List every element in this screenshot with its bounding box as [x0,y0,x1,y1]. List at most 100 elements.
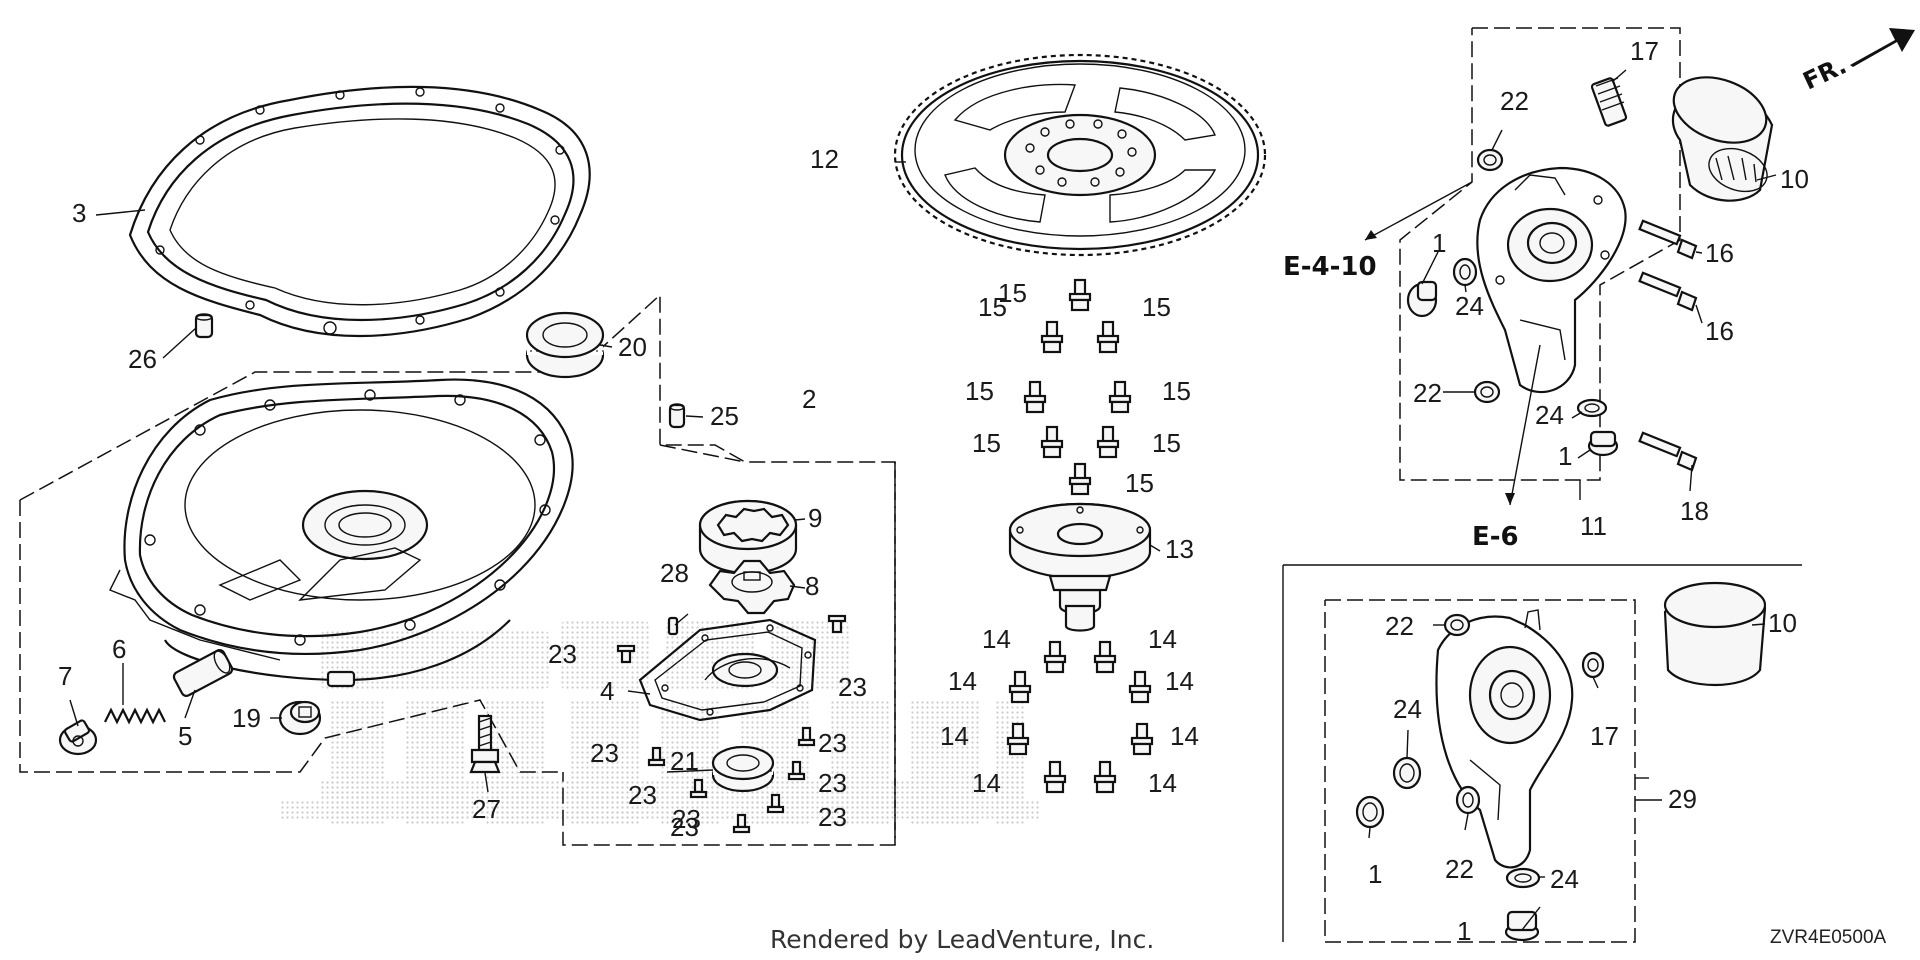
callout-c24b: 24 [1535,400,1564,430]
callout-c3: 3 [72,198,86,228]
callout-c6: 6 [112,634,126,664]
washer-part-24-top [1452,257,1478,287]
callout-c10b: 10 [1768,608,1797,638]
callout-c4: 4 [600,676,614,706]
oil-filter-part-10-bottom [1663,581,1767,686]
callout-c23h: 23 [818,802,847,832]
plug-part-1-bottom-b [1504,910,1540,942]
plug-part-19 [278,700,322,736]
bolt-15-2 [1040,320,1064,354]
callout-c1a: 1 [1432,228,1446,258]
bolt-15-6 [1040,425,1064,459]
callout-c11: 11 [1580,511,1607,541]
callout-c26: 26 [128,344,157,374]
callout-c28: 28 [660,558,689,588]
washer-part-24-mid [1576,398,1608,418]
dowel-part-26 [194,313,214,339]
callout-c18: 18 [1680,496,1709,526]
callout-c5: 5 [178,721,192,751]
callout-c15g: 15 [1152,428,1181,458]
callout-c24a: 24 [1455,291,1484,321]
callout-c17a: 17 [1630,36,1659,66]
callout-c21: 21 [670,746,699,776]
callout-c23c: 23 [590,738,619,768]
relief-valve-part-5 [172,649,234,697]
dowel-part-25 [668,403,686,429]
callout-c15b: 15 [978,292,1007,322]
callout-c22b: 22 [1413,378,1442,408]
callout-c22a: 22 [1500,86,1529,116]
callout-c14g: 14 [972,768,1001,798]
bolt-15-8 [1068,462,1092,496]
callout-c14b: 14 [1148,624,1177,654]
assembly-box-case [19,293,896,846]
callout-c24c: 24 [1393,694,1422,724]
oil-pump-housing-part-29 [1435,609,1574,869]
callout-c23i: 23 [670,812,699,842]
bolt-15-1 [1068,278,1092,312]
bolt-part-27 [469,714,501,774]
bolt-group-part-14 [1006,640,1154,794]
washer-part-22-bottom-a [1443,613,1471,637]
callout-c8: 8 [805,571,819,601]
bolt-14-5 [1006,722,1030,756]
bolt-15-3 [1096,320,1120,354]
reference-e410: E-4-10 [1283,252,1377,282]
callout-c25: 25 [710,401,739,431]
washer-part-24-bottom-a [1392,756,1422,790]
callout-c23b: 23 [838,672,867,702]
gasket-part-3 [128,85,591,338]
washer-part-22-top [1476,148,1504,172]
washer-part-22-bottom-b [1455,785,1481,815]
callout-c15h: 15 [1125,468,1154,498]
bolt-14-4 [1128,670,1152,704]
callout-c15a: 15 [998,278,1027,308]
callout-c24d: 24 [1550,864,1579,894]
ref-arrow-e6 [1505,344,1541,506]
callout-c27: 27 [472,794,501,824]
flywheel-part-12 [893,53,1267,257]
callout-c14d: 14 [1165,666,1194,696]
bolt-15-7 [1096,425,1120,459]
oil-seal-part-20 [525,311,605,379]
ref-arrow-e410 [1364,181,1473,241]
bolt-14-6 [1130,722,1154,756]
bolt-14-2 [1093,640,1117,674]
washer-part-22-mid [1473,380,1501,404]
callout-c22c: 22 [1385,611,1414,641]
plug-part-1-mid [1587,430,1619,457]
screw-group-part-23 [616,614,847,834]
relief-plug-part-7 [58,719,98,756]
callout-c16b: 16 [1705,316,1734,346]
callout-c17b: 17 [1590,721,1619,751]
oil-filter-part-10-top [1671,76,1774,202]
direction-label: FR. [1799,51,1851,95]
callout-c1b: 1 [1558,441,1572,471]
assembly-box-oil-pump-29 [1282,564,1802,943]
relief-spring-part-6 [104,707,166,725]
callout-c12: 12 [810,144,839,174]
callout-c13: 13 [1165,534,1194,564]
callout-c1c: 1 [1368,859,1382,889]
oil-seal-part-21 [711,745,775,793]
bolt-14-8 [1093,760,1117,794]
pin-part-28 [667,616,679,636]
callout-c15e: 15 [1162,376,1191,406]
callout-c23g: 23 [672,804,701,834]
leader-lines [69,69,1777,931]
callout-c23e: 23 [628,780,657,810]
callout-c1d: 1 [1457,916,1471,946]
callout-c16a: 16 [1705,238,1734,268]
callout-c2: 2 [802,384,816,414]
callout-c15f: 15 [972,428,1001,458]
callout-c23a: 23 [548,639,577,669]
bolt-14-3 [1008,670,1032,704]
callout-c9: 9 [808,503,822,533]
callout-c23d: 23 [818,728,847,758]
callout-c15c: 15 [1142,292,1171,322]
callout-c19: 19 [232,703,261,733]
render-credit: Rendered by LeadVenture, Inc. [770,925,1154,954]
callout-c14e: 14 [940,721,969,751]
